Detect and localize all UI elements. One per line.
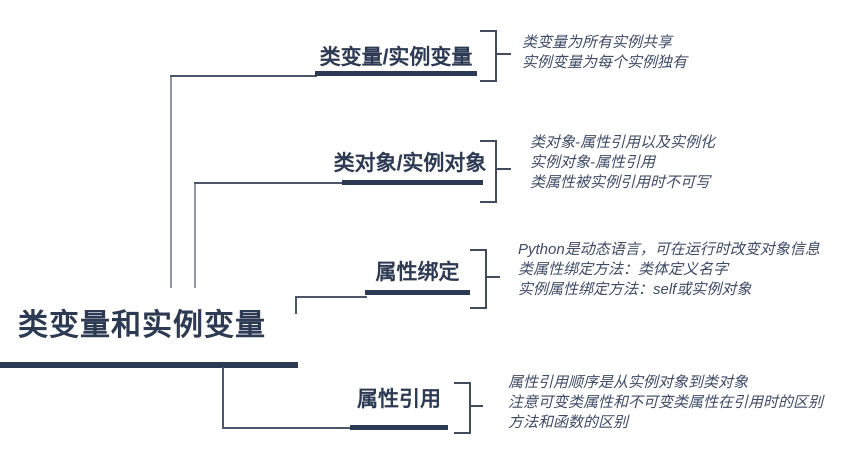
note-line[interactable]: Python是动态语言，可在运行时改变对象信息 xyxy=(518,241,820,258)
note-line[interactable]: 类变量为所有实例共享 xyxy=(522,34,673,51)
branch3-notes[interactable]: Python是动态语言，可在运行时改变对象信息 类属性绑定方法：类体定义名字 实… xyxy=(518,240,820,300)
note-line[interactable]: 实例对象-属性引用 xyxy=(530,154,655,171)
summary-bracket-icon xyxy=(470,249,487,309)
summary-bracket-icon xyxy=(480,140,497,203)
connector-branch1-vertical xyxy=(170,76,172,288)
note-line[interactable]: 类属性被实例引用时不可写 xyxy=(530,174,711,191)
branch1-underline xyxy=(315,71,477,76)
note-line[interactable]: 类对象-属性引用以及实例化 xyxy=(530,134,715,151)
branch4-underline xyxy=(350,425,448,430)
summary-bracket-dash-icon xyxy=(497,168,511,170)
note-line[interactable]: 注意可变类属性和不可变类属性在引用时的区别 xyxy=(508,394,824,411)
branch-node-class-vs-instance-object[interactable]: 类对象/实例对象 xyxy=(333,152,487,175)
connector-branch3-vertical xyxy=(295,296,297,314)
branch2-underline xyxy=(342,180,483,185)
note-line[interactable]: 属性引用顺序是从实例对象到类对象 xyxy=(508,374,749,391)
note-line[interactable]: 实例属性绑定方法：self或实例对象 xyxy=(518,281,752,298)
connector-branch2-vertical xyxy=(194,183,196,288)
connector-branch3-horizontal xyxy=(295,296,367,298)
branch1-notes[interactable]: 类变量为所有实例共享 实例变量为每个实例独有 xyxy=(522,33,687,73)
connector-branch2-horizontal xyxy=(194,182,344,184)
main-topic-label[interactable]: 类变量和实例变量 xyxy=(18,309,266,342)
branch-node-attribute-reference[interactable]: 属性引用 xyxy=(357,388,441,411)
note-line[interactable]: 类属性绑定方法：类体定义名字 xyxy=(518,261,729,278)
connector-branch1-horizontal xyxy=(170,75,317,77)
branch2-notes[interactable]: 类对象-属性引用以及实例化 实例对象-属性引用 类属性被实例引用时不可写 xyxy=(530,133,715,193)
main-topic-underline xyxy=(0,362,298,368)
branch3-underline xyxy=(365,290,470,295)
branch-node-class-vs-instance-variable[interactable]: 类变量/实例变量 xyxy=(319,46,473,69)
connector-branch4-vertical xyxy=(222,367,224,429)
summary-bracket-dash-icon xyxy=(487,276,500,278)
note-line[interactable]: 方法和函数的区别 xyxy=(508,414,629,431)
summary-bracket-icon xyxy=(454,382,471,434)
branch-node-attribute-binding[interactable]: 属性绑定 xyxy=(375,261,460,284)
connector-branch4-horizontal xyxy=(222,427,352,429)
note-line[interactable]: 实例变量为每个实例独有 xyxy=(522,54,688,71)
summary-bracket-dash-icon xyxy=(471,405,483,407)
branch4-notes[interactable]: 属性引用顺序是从实例对象到类对象 注意可变类属性和不可变类属性在引用时的区别 方… xyxy=(508,373,823,433)
summary-bracket-icon xyxy=(480,30,497,82)
summary-bracket-dash-icon xyxy=(497,53,511,55)
